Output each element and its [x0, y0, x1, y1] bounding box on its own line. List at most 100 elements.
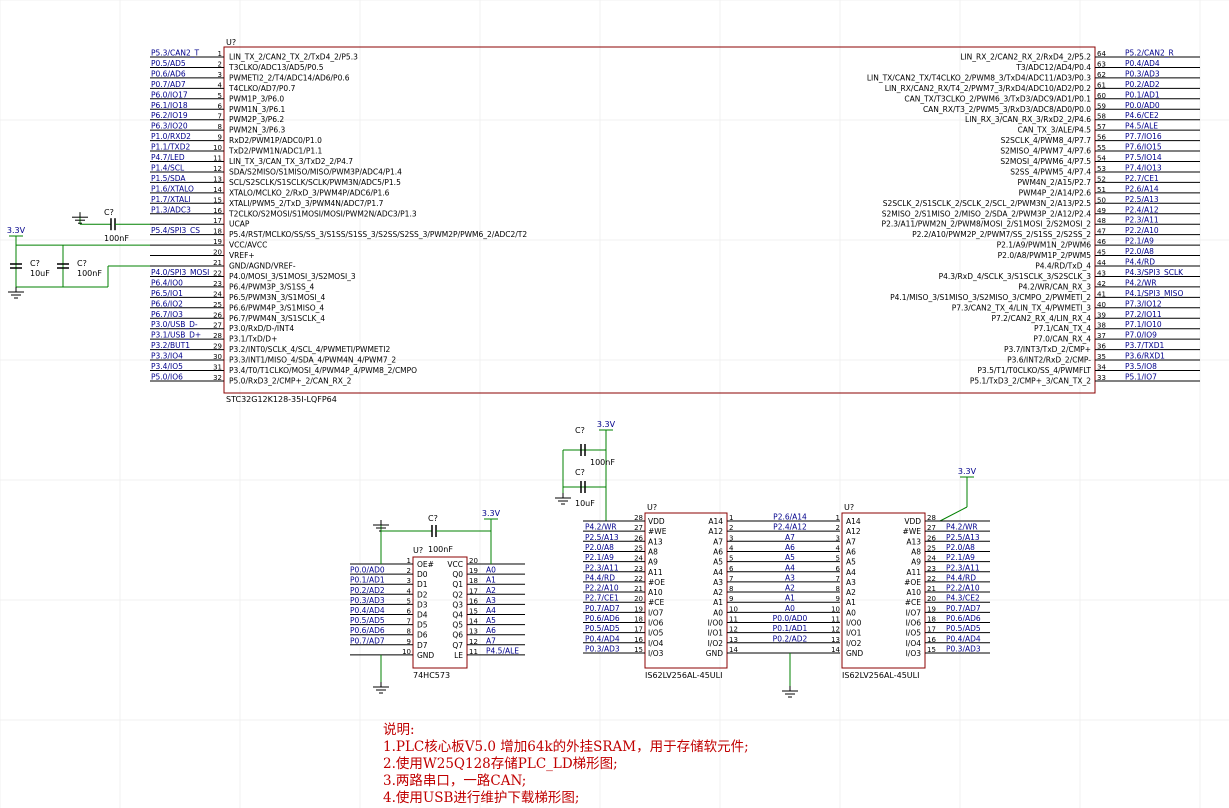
mcu-pin-name: P4.0/MOSI_3/S1MOSI_3/S2MOSI_3 [229, 272, 356, 281]
latch-pin-name: Q0 [452, 570, 463, 579]
mcu-pin-name: CAN_RX/T3_2/PWM5_3/RxD3/ADC8/AD0/P0.0 [923, 105, 1091, 114]
latch-net-label: A5 [486, 616, 496, 625]
mcu-pin-number: 34 [1097, 364, 1106, 372]
sram1-part-number: IS62LV256AL-45ULI [645, 671, 722, 680]
sram2-pin-name: A6 [846, 547, 856, 556]
mcu-net-label: P7.5/IO14 [1125, 153, 1162, 162]
sram2-pin-name: I/O4 [906, 639, 922, 648]
mcu-net-label: P4.2/WR [1125, 278, 1157, 287]
mcu-pin-name: PWM4N_2/A15/P2.7 [1018, 178, 1092, 187]
c1-value: 10uF [30, 269, 50, 278]
mcu-pin-name: CAN_TX_3/ALE/P4.5 [1017, 126, 1091, 135]
sram2-pin-number: 22 [927, 575, 936, 583]
sram2-net-label: P2.0/A8 [946, 543, 975, 552]
latch-pin-name: Q4 [452, 611, 463, 620]
latch-pin-number: 18 [469, 577, 478, 585]
sram1-pin-number: 19 [634, 605, 643, 613]
mcu-pin-name: TxD2/PWM1N/ADC1/P1.1 [228, 147, 323, 156]
sram1-pin-number: 2 [729, 524, 733, 532]
latch-pin-name: D4 [417, 611, 428, 620]
latch-pin-name: Q5 [452, 621, 463, 630]
mcu-pin-name: P6.7/PWM4N_3/S1SCLK_4 [229, 314, 325, 323]
mcu-pin-number: 48 [1097, 217, 1106, 225]
sram2-body [841, 512, 926, 669]
sram1-pin-number: 15 [634, 646, 643, 654]
ucap-ref: C? [104, 208, 114, 217]
mcu-pin-number: 20 [213, 249, 222, 257]
mcu-net-label: P0.4/AD4 [1125, 59, 1160, 68]
mcu-pin-name: LIN_TX/CAN2_TX/T4CLKO_2/PWM8_3/TxD4/ADC1… [867, 73, 1091, 82]
mcu-pin-number: 60 [1097, 92, 1106, 100]
sram2-pin-name: I/O3 [906, 649, 922, 658]
sram2-pin-number: 26 [927, 534, 936, 542]
latch-net-label: P0.6/AD6 [350, 626, 385, 635]
latch-pin-name: Q3 [452, 600, 463, 609]
sram2-pin-name: #CE [905, 598, 922, 607]
sram2-pin-name: I/O2 [846, 639, 862, 648]
sram2-pin-name: I/O5 [906, 629, 922, 638]
latch-pin-number: 4 [407, 587, 412, 595]
sram1-net-label: P2.7/CE1 [585, 594, 619, 603]
mcu-net-label: P6.5/IO1 [151, 289, 183, 298]
mcu-pin-number: 50 [1097, 196, 1106, 204]
sram2-net-label: P4.2/WR [946, 523, 978, 532]
latch-pin-number: 13 [469, 628, 478, 636]
mcu-pin-number: 47 [1097, 228, 1106, 236]
mcu-net-label: P2.6/A14 [1125, 184, 1159, 193]
latch-net-label: A6 [486, 626, 496, 635]
mcu-pin-number: 36 [1097, 343, 1106, 351]
sram1-net-label: P2.1/A9 [585, 553, 614, 562]
mcu-pin-number: 64 [1097, 50, 1106, 58]
sram1-pin-name: A9 [648, 558, 658, 567]
mcu-pin-name: P7.1/CAN_TX_4 [1034, 324, 1091, 333]
sram1-pin-name: A8 [648, 547, 658, 556]
mcu-pin-name: P2.1/A9/PWM1N_2/PWM6 [997, 241, 1092, 250]
mcu-pin-name: P5.4/RST/MCLKO/SS/SS_3/S1SS/S1SS_3/S2SS/… [229, 230, 527, 239]
mcu-pin-name: S2SCLK_2/S1SCLK_2/SCLK_2/SCL_2/PWM3N_2/A… [883, 199, 1091, 208]
mcu-pin-number: 55 [1097, 144, 1106, 152]
sram2-pin-number: 4 [836, 544, 841, 552]
mcu-net-label: P4.0/SPI3_MOSI [151, 268, 209, 277]
sram1-pin-number: 20 [634, 595, 643, 603]
sram1-net-label: P0.1/AD1 [773, 624, 808, 633]
mcu-pin-number: 56 [1097, 134, 1106, 142]
mcu-net-label: P1.1/TXD2 [151, 143, 190, 152]
power-label: 3.3V [482, 509, 501, 518]
mcu-net-label: P7.2/IO11 [1125, 310, 1162, 319]
sram1-pin-name: GND [706, 649, 723, 658]
sram2-pin-name: A12 [846, 527, 861, 536]
mcu-pin-number: 10 [213, 144, 222, 152]
mcu-pin-name: S2MISO_4/PWM7_4/P7.6 [1000, 147, 1091, 156]
sram2-pin-number: 5 [836, 555, 840, 563]
latch-pin-name: GND [417, 651, 434, 660]
mcu-pin-name: VCC/AVCC [229, 241, 267, 250]
notes-line-3: 3.两路串口，一路CAN; [383, 773, 527, 789]
mcu-net-label: P5.0/IO6 [151, 372, 183, 381]
sram1-pin-number: 13 [729, 636, 738, 644]
mcu-pin-name: PWM2P_3/P6.2 [229, 115, 284, 124]
mcu-pin-name: RxD2/PWM1P/ADC0/P1.0 [229, 136, 322, 145]
mcu-pin-name: P2.3/A11/PWM2N_2/PWM8/MOSI_2/S1MOSI_2/S2… [882, 220, 1092, 229]
mcu-pin-name: T3CLKO/ADC13/AD5/P0.5 [228, 63, 324, 72]
mcu-pin-name: CAN_TX/T3CLKO_2/PWM6_3/TxD3/ADC9/AD1/P0.… [904, 94, 1091, 103]
sram1-net-label: A6 [785, 543, 795, 552]
sram-c2-ref: C? [575, 468, 585, 477]
mcu-net-label: P6.4/IO0 [151, 278, 183, 287]
mcu-net-label: P0.7/AD7 [151, 80, 186, 89]
mcu-pin-name: PWM2N_3/P6.3 [229, 126, 286, 135]
mcu-pin-number: 17 [213, 217, 222, 225]
sram1-net-label: P0.5/AD5 [585, 624, 620, 633]
mcu-pin-name: P6.5/PWM3N_3/S1MOSI_4 [229, 293, 325, 302]
sram2-pin-name: A3 [846, 578, 856, 587]
mcu-pin-name: P7.0/CAN_RX_4 [1033, 335, 1091, 344]
sram2-pin-number: 20 [927, 595, 936, 603]
mcu-pin-number: 59 [1097, 102, 1106, 110]
sram1-net-label: P2.4/A12 [773, 523, 807, 532]
latch-pin-number: 5 [407, 597, 411, 605]
mcu-net-label: P3.4/IO5 [151, 362, 183, 371]
mcu-net-label: P2.4/A12 [1125, 205, 1159, 214]
sram1-net-label: P0.7/AD7 [585, 604, 620, 613]
sram2-pin-name: #OE [904, 578, 921, 587]
sram1-pin-number: 6 [729, 565, 734, 573]
sram2-pin-name: A11 [906, 568, 921, 577]
